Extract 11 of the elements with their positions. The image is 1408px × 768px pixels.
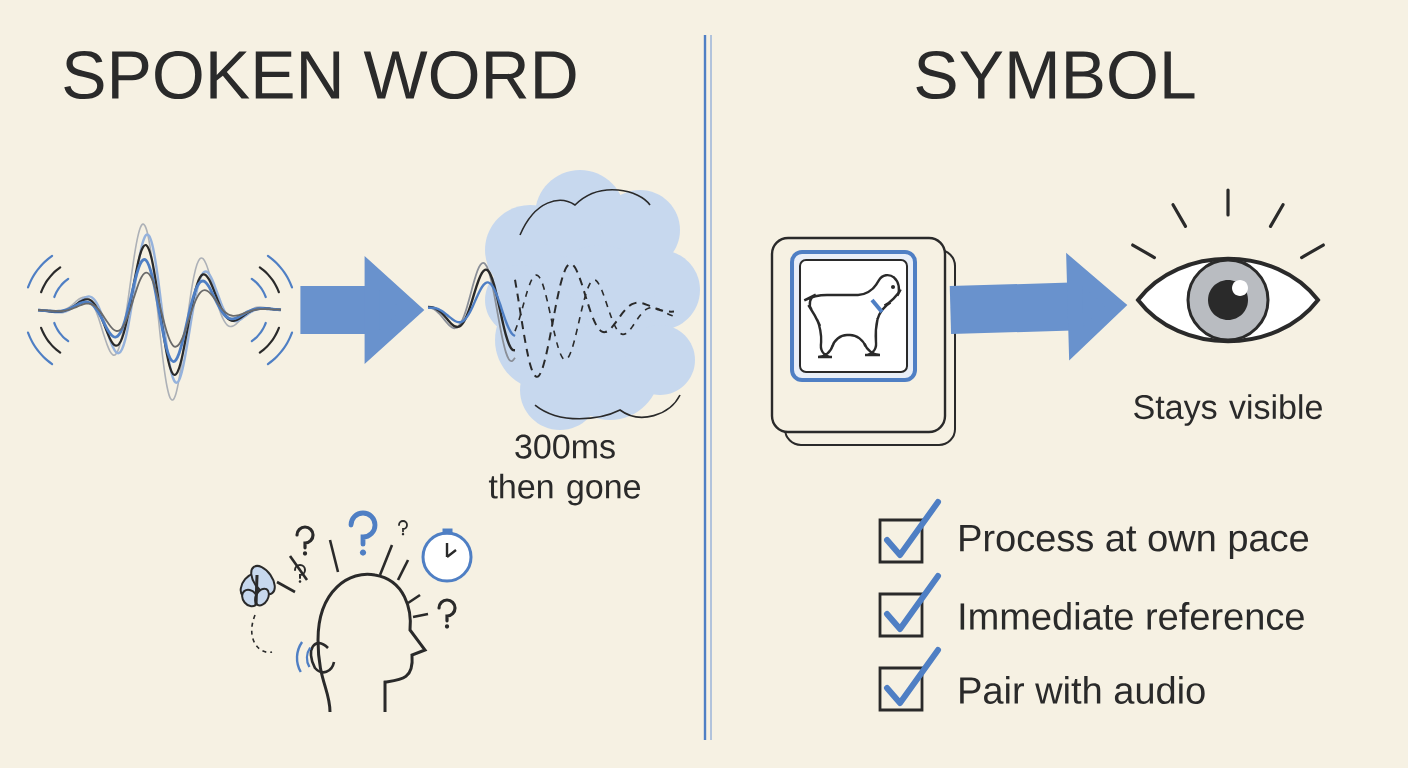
sound-wave-drawing	[26, 223, 294, 401]
picture-card-drawing	[770, 236, 956, 446]
checklist-item: Process at own pace	[960, 525, 1309, 559]
heading: SPOKEN WORD	[64, 50, 576, 100]
node-label: Stays visible	[1134, 394, 1322, 426]
heading: SYMBOL	[916, 50, 1195, 100]
checklist-item: Pair with audio	[960, 676, 1205, 704]
checklist-item: Immediate reference	[960, 602, 1304, 630]
fading-wave-drawing	[427, 170, 700, 430]
node-label: 300ms then gone	[488, 434, 641, 506]
eye-drawing	[1131, 188, 1325, 344]
